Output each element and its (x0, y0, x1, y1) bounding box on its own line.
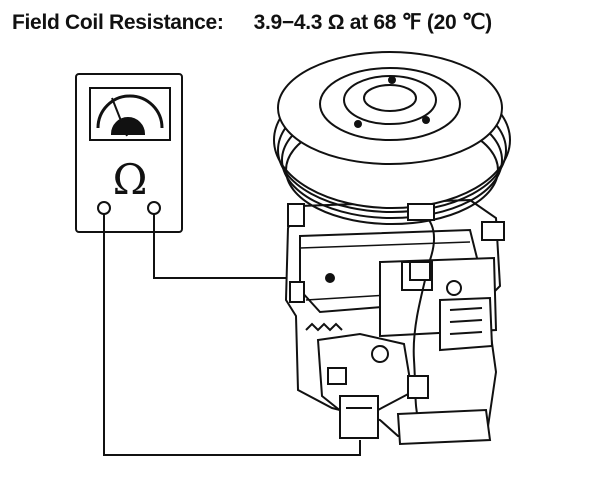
wire-clip-mid (409, 261, 431, 281)
coil-connector (339, 395, 379, 439)
ground-bolt (446, 280, 462, 296)
back-plate (396, 408, 492, 446)
mount-ear-left (287, 203, 305, 227)
page-title: Field Coil Resistance: 3.9−4.3 Ω at 68 ℉ … (12, 10, 492, 35)
valve-cap (371, 345, 389, 363)
ohmmeter-icon (75, 73, 183, 233)
title-label: Field Coil Resistance: (12, 11, 224, 34)
resistance-spec: 3.9−4.3 Ω at 68 ℉ (20 ℃) (253, 11, 493, 34)
lead-to-coil-body (153, 214, 326, 279)
wire-clip-lower (407, 375, 429, 399)
meter-scale-arc (96, 94, 164, 129)
test-leads (103, 214, 361, 456)
clutch-center (363, 84, 417, 112)
wire-clip-top (407, 203, 435, 221)
ac-compressor-icon (273, 51, 511, 446)
meter-terminal-left (97, 201, 111, 215)
ohm-symbol: Ω (113, 155, 148, 204)
relief-spring (305, 322, 343, 332)
meter-terminal-right (147, 201, 161, 215)
meter-pivot (110, 117, 146, 135)
field-coil-test-point (325, 273, 335, 283)
mount-ear-right (481, 221, 505, 241)
pulley-inner-ring (319, 67, 461, 141)
lead-to-connector (103, 214, 361, 456)
